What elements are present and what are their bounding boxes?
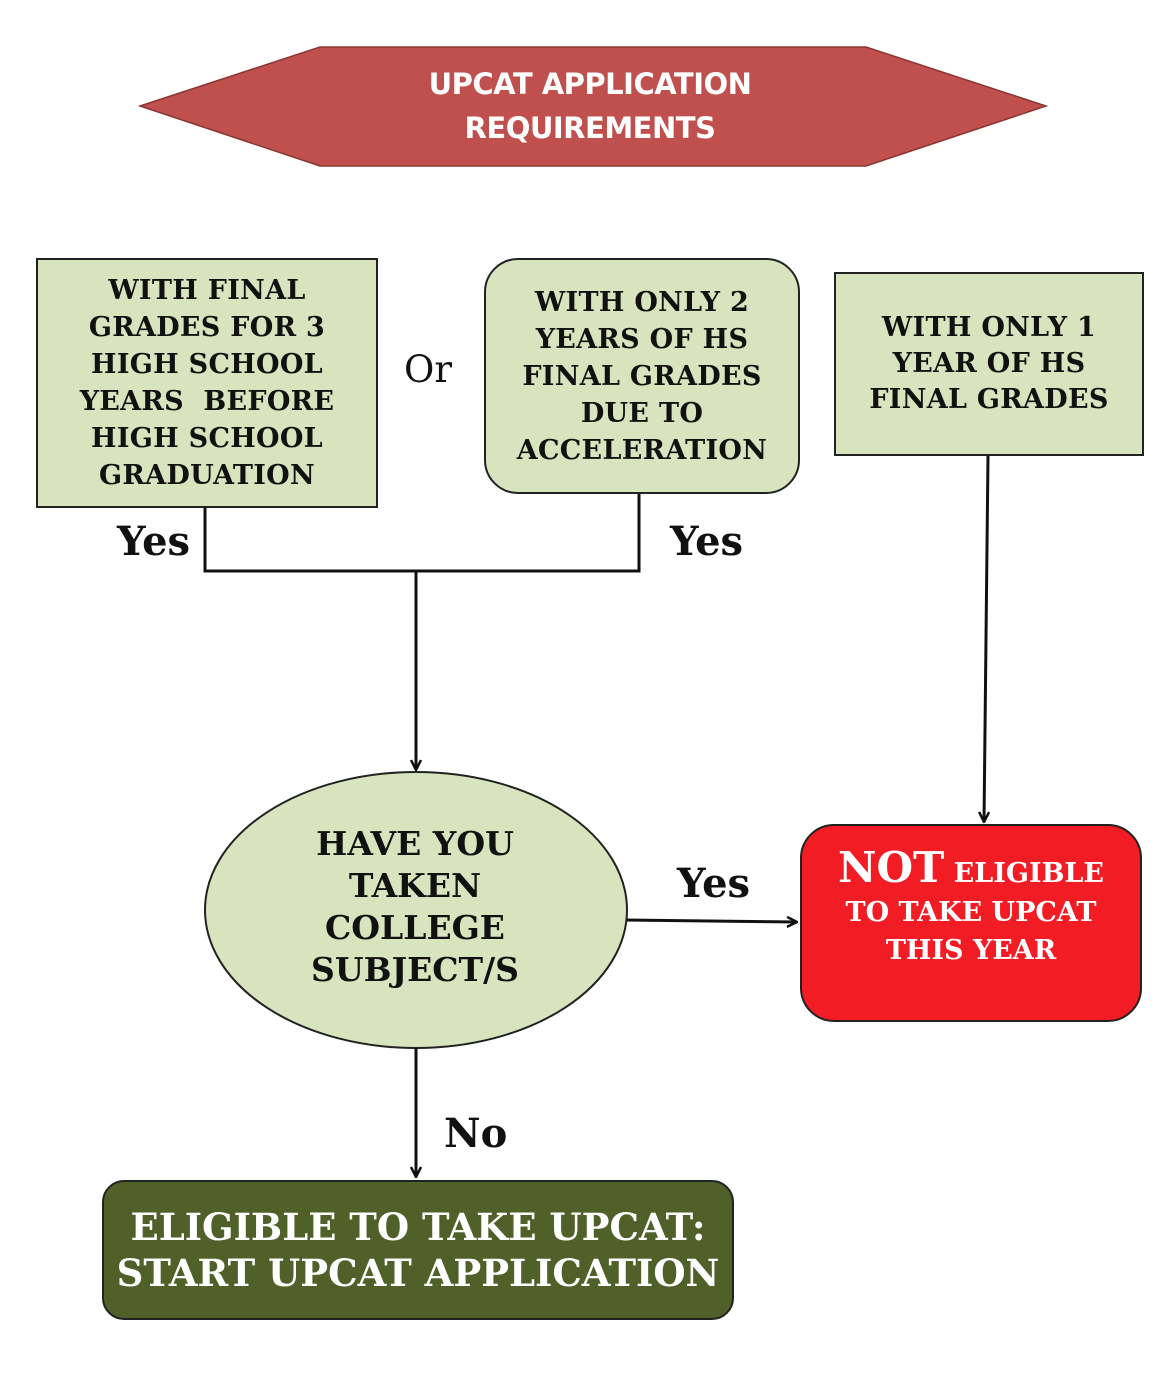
not-eligible-line-2: TO TAKE UPCAT bbox=[845, 897, 1097, 928]
box-two-years-line: DUE TO bbox=[580, 397, 704, 429]
eligible-box: ELIGIBLE TO TAKE UPCAT: START UPCAT APPL… bbox=[102, 1180, 734, 1320]
edge-label-yes-middle: Yes bbox=[670, 518, 744, 565]
decision-line: SUBJECT/S bbox=[311, 950, 519, 989]
box-two-years: WITH ONLY 2 YEARS OF HS FINAL GRADES DUE… bbox=[484, 258, 800, 494]
arrow-yes-to-not-eligible bbox=[626, 920, 797, 922]
box-one-year-line: WITH ONLY 1 bbox=[881, 312, 1097, 343]
box-three-years-line: GRADUATION bbox=[99, 460, 315, 491]
edge-label-yes-right: Yes bbox=[677, 860, 751, 907]
decision-text: HAVE YOU TAKEN COLLEGE SUBJECT/S bbox=[250, 812, 580, 1002]
header-title: UPCAT APPLICATION REQUIREMENTS bbox=[300, 52, 880, 160]
decision-line: COLLEGE bbox=[325, 908, 505, 947]
or-label: Or bbox=[404, 348, 453, 391]
box-three-years-line: GRADES FOR 3 bbox=[88, 312, 326, 343]
box-one-year: WITH ONLY 1 YEAR OF HS FINAL GRADES bbox=[834, 272, 1144, 456]
eligible-line-1: ELIGIBLE TO TAKE UPCAT: bbox=[130, 1205, 706, 1249]
box-three-years-line: WITH FINAL bbox=[108, 275, 306, 306]
edge-label-no: No bbox=[444, 1110, 508, 1157]
box-two-years-line: WITH ONLY 2 bbox=[534, 286, 750, 318]
eligible-word: ELIGIBLE bbox=[944, 858, 1104, 889]
arrow-to-not-eligible-top bbox=[984, 455, 988, 822]
not-eligible-line-1: NOT ELIGIBLE bbox=[838, 847, 1104, 894]
not-word: NOT bbox=[838, 843, 945, 892]
header-line-2: REQUIREMENTS bbox=[464, 111, 716, 145]
eligible-line-2: START UPCAT APPLICATION bbox=[116, 1251, 720, 1295]
box-two-years-line: ACCELERATION bbox=[516, 434, 768, 466]
box-one-year-line: YEAR OF HS bbox=[892, 348, 1086, 379]
not-eligible-line-3: THIS YEAR bbox=[885, 935, 1057, 966]
box-three-years: WITH FINAL GRADES FOR 3 HIGH SCHOOL YEAR… bbox=[36, 258, 378, 508]
not-eligible-box: NOT ELIGIBLE TO TAKE UPCAT THIS YEAR bbox=[800, 824, 1142, 1022]
box-two-years-line: FINAL GRADES bbox=[522, 360, 762, 392]
box-one-year-line: FINAL GRADES bbox=[869, 384, 1109, 415]
box-three-years-line: HIGH SCHOOL bbox=[91, 349, 323, 380]
connector-merge bbox=[203, 494, 641, 573]
decision-line: HAVE YOU bbox=[316, 824, 514, 863]
box-three-years-line: YEARS BEFORE bbox=[79, 386, 335, 417]
header-line-1: UPCAT APPLICATION bbox=[428, 67, 752, 101]
box-two-years-line: YEARS OF HS bbox=[535, 323, 749, 355]
decision-line: TAKEN bbox=[348, 866, 482, 905]
header-hexagon bbox=[137, 46, 1049, 167]
edge-label-yes-left: Yes bbox=[117, 518, 191, 565]
box-three-years-line: HIGH SCHOOL bbox=[91, 423, 323, 454]
